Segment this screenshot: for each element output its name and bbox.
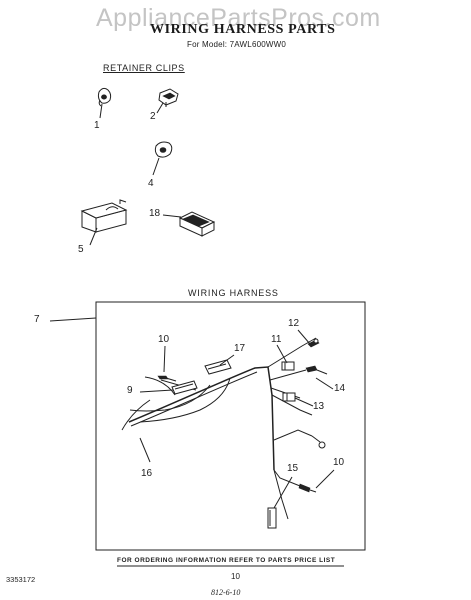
terminal-small-right[interactable] (311, 435, 326, 449)
callout-14: 14 (334, 383, 346, 394)
leader-1 (99, 103, 103, 119)
wiring-harness-heading: WIRING HARNESS (188, 288, 279, 298)
callout-4: 4 (148, 178, 154, 189)
model-subtitle: For Model: 7AWL600WW0 (187, 40, 287, 49)
leader-12 (297, 329, 311, 345)
connector-11[interactable] (281, 361, 295, 371)
leader-16 (139, 437, 151, 463)
callout-10a: 10 (158, 334, 170, 345)
connector-13[interactable] (282, 392, 296, 402)
terminal-14[interactable] (305, 365, 328, 375)
callout-2: 2 (150, 111, 156, 122)
date-code: 812-6-10 (211, 588, 241, 597)
callout-5: 5 (78, 244, 84, 255)
callout-13: 13 (313, 401, 325, 412)
connector-15[interactable] (267, 507, 277, 529)
callout-15: 15 (287, 463, 299, 474)
leader-15 (273, 476, 293, 509)
callout-17: 17 (234, 343, 246, 354)
callout-1: 1 (94, 120, 100, 131)
callout-9: 9 (127, 385, 133, 396)
document-number: 3353172 (6, 575, 36, 584)
leader-10a (163, 345, 166, 373)
leader-9 (139, 389, 174, 393)
leader-7 (49, 317, 97, 322)
page-number: 10 (231, 572, 240, 581)
callout-18: 18 (149, 208, 161, 219)
part-2-retainer-clip[interactable] (158, 88, 179, 107)
terminal-10-right[interactable] (298, 483, 317, 493)
leader-14 (315, 377, 334, 390)
terminal-10-left[interactable] (157, 375, 177, 382)
watermark: AppliancePartsPros.com (96, 4, 381, 32)
leader-2 (156, 102, 164, 114)
callout-10b: 10 (333, 457, 345, 468)
leader-11 (276, 344, 288, 364)
callout-16: 16 (141, 468, 153, 479)
leader-17 (219, 354, 235, 366)
part-18-retainer-clip[interactable] (178, 211, 216, 237)
leader-10b (315, 469, 335, 489)
page-title: WIRING HARNESS PARTS (150, 22, 336, 37)
callout-12: 12 (288, 318, 300, 329)
ordering-footer: FOR ORDERING INFORMATION REFER TO PARTS … (117, 557, 336, 564)
part-5-retainer-clip[interactable] (80, 199, 128, 233)
part-4-retainer-clip[interactable] (154, 141, 173, 158)
retainer-clips-heading: RETAINER CLIPS (103, 63, 185, 73)
leader-18 (162, 214, 182, 218)
callout-7: 7 (34, 314, 40, 325)
connector-17[interactable] (204, 359, 232, 375)
leader-13 (294, 397, 314, 407)
leader-5 (89, 227, 98, 246)
harness-frame (95, 301, 366, 551)
part-1-retainer-clip[interactable] (97, 87, 112, 107)
connector-9[interactable] (171, 380, 198, 395)
harness-trunk[interactable] (121, 337, 317, 520)
callout-11: 11 (271, 334, 282, 345)
leader-4 (152, 157, 160, 176)
terminal-12[interactable] (307, 338, 320, 348)
